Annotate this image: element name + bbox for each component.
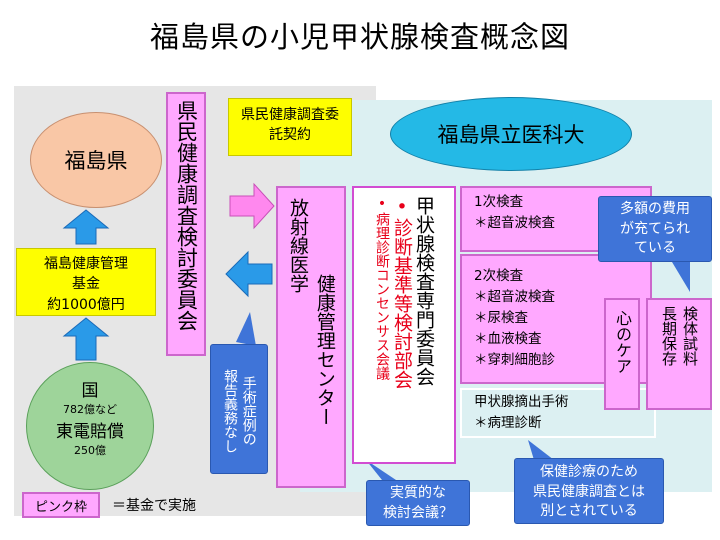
fukushima-prefecture-node: 福島県 bbox=[30, 112, 162, 208]
separate-line-3: 別とされている bbox=[540, 503, 638, 520]
tepco-label: 東電賠償 bbox=[56, 422, 124, 442]
commission-contract-box: 県民健康調査委託契約 bbox=[228, 98, 352, 156]
nation-label: 国 bbox=[81, 381, 99, 401]
fund-line-1: 福島健康管理 bbox=[44, 256, 128, 272]
callout-separate-survey: 保健診療のため 県民健康調査とは 別とされている bbox=[514, 458, 664, 524]
callout-tail-separate bbox=[528, 440, 554, 460]
surgery-item: ＊病理診断 bbox=[474, 414, 542, 431]
nation-amount: 782億など bbox=[63, 403, 117, 416]
fukushima-prefecture-label: 福島県 bbox=[64, 149, 128, 173]
arrow-committee-to-center bbox=[229, 182, 275, 230]
callout-tail-no-report bbox=[236, 312, 256, 346]
secondary-exam-heading: 2次検査 bbox=[474, 268, 524, 284]
legend-label: ピンク枠 bbox=[34, 499, 87, 515]
callout-tail-cost bbox=[672, 262, 690, 292]
arrow-fund-to-pref bbox=[62, 209, 110, 245]
radiation-center-label-1: 放射線医学 bbox=[287, 198, 309, 293]
legend-pink-swatch: ピンク枠 bbox=[22, 492, 100, 518]
no-report-line-2: 報告義務なし bbox=[222, 369, 238, 453]
no-report-line-1: 手術症例の bbox=[240, 376, 257, 446]
commission-contract-label: 県民健康調査委託契約 bbox=[241, 107, 339, 144]
mental-care-box: 心のケア bbox=[604, 298, 640, 410]
thyroid-expert-committee: 甲状腺検査専門委員会 •診断基準等検討部会 •病理診断コンセンサス会議 bbox=[352, 186, 456, 464]
health-survey-committee: 県民健康調査検討委員会 bbox=[166, 92, 206, 356]
specimen-label: 検体試料 bbox=[681, 306, 699, 366]
secondary-exam-item: ＊血液検査 bbox=[474, 330, 542, 347]
diagnosis-subcommittee-label: •診断基準等検討部会 bbox=[391, 196, 413, 389]
surgery-heading: 甲状腺摘出手術 bbox=[474, 394, 569, 410]
radiation-center-label-2: 健康管理センター bbox=[313, 274, 336, 426]
thyroid-committee-label: 甲状腺検査専門委員会 bbox=[413, 196, 435, 386]
consensus-meeting-label: •病理診断コンセンサス会議 bbox=[374, 196, 390, 380]
callout-large-cost: 多額の費用 が充てられ ている bbox=[598, 196, 712, 262]
mental-care-label: 心のケア bbox=[613, 310, 632, 374]
secondary-exam-item: ＊尿検査 bbox=[474, 309, 528, 326]
callout-substantive-review: 実質的な 検討会議？ bbox=[366, 480, 470, 526]
fund-line-3: 約1000億円 bbox=[47, 296, 125, 313]
diagram-title: 福島県の小児甲状腺検査概念図 bbox=[149, 20, 570, 54]
primary-exam-heading: 1次検査 bbox=[474, 194, 524, 210]
radiation-health-center: 放射線医学 健康管理センター bbox=[276, 186, 346, 488]
primary-exam-item: ＊超音波検査 bbox=[474, 214, 555, 231]
medical-university-label: 福島県立医科大 bbox=[437, 123, 585, 147]
review-line-2: 検討会議？ bbox=[383, 504, 453, 521]
callout-tail-review bbox=[366, 460, 396, 480]
secondary-exam-item: ＊穿刺細胞診 bbox=[474, 351, 555, 368]
cost-line-1: 多額の費用 bbox=[620, 201, 690, 217]
separate-line-2: 県民健康調査とは bbox=[533, 483, 645, 500]
health-fund-box: 福島健康管理 基金 約1000億円 bbox=[16, 248, 156, 316]
medical-university-node: 福島県立医科大 bbox=[390, 97, 632, 171]
callout-no-report-duty: 手術症例の 報告義務なし bbox=[210, 344, 268, 474]
arrow-nation-to-fund bbox=[62, 317, 110, 361]
review-line-1: 実質的な bbox=[390, 485, 446, 501]
specimen-storage-box: 検体試料 長期保存 bbox=[646, 298, 712, 410]
cost-line-2: が充てられ bbox=[620, 220, 690, 237]
arrow-center-to-committee bbox=[225, 250, 273, 298]
secondary-exam-item: ＊超音波検査 bbox=[474, 288, 555, 305]
nation-tepco-node: 国 782億など 東電賠償 250億 bbox=[26, 362, 154, 490]
legend-text: ＝基金で実施 bbox=[112, 498, 196, 514]
fund-line-2: 基金 bbox=[72, 276, 100, 293]
separate-line-1: 保健診療のため bbox=[540, 464, 638, 480]
storage-label: 長期保存 bbox=[660, 306, 678, 366]
cost-line-3: ている bbox=[634, 240, 676, 257]
committee-label: 県民健康調査検討委員会 bbox=[174, 100, 199, 331]
tepco-amount: 250億 bbox=[74, 444, 106, 457]
